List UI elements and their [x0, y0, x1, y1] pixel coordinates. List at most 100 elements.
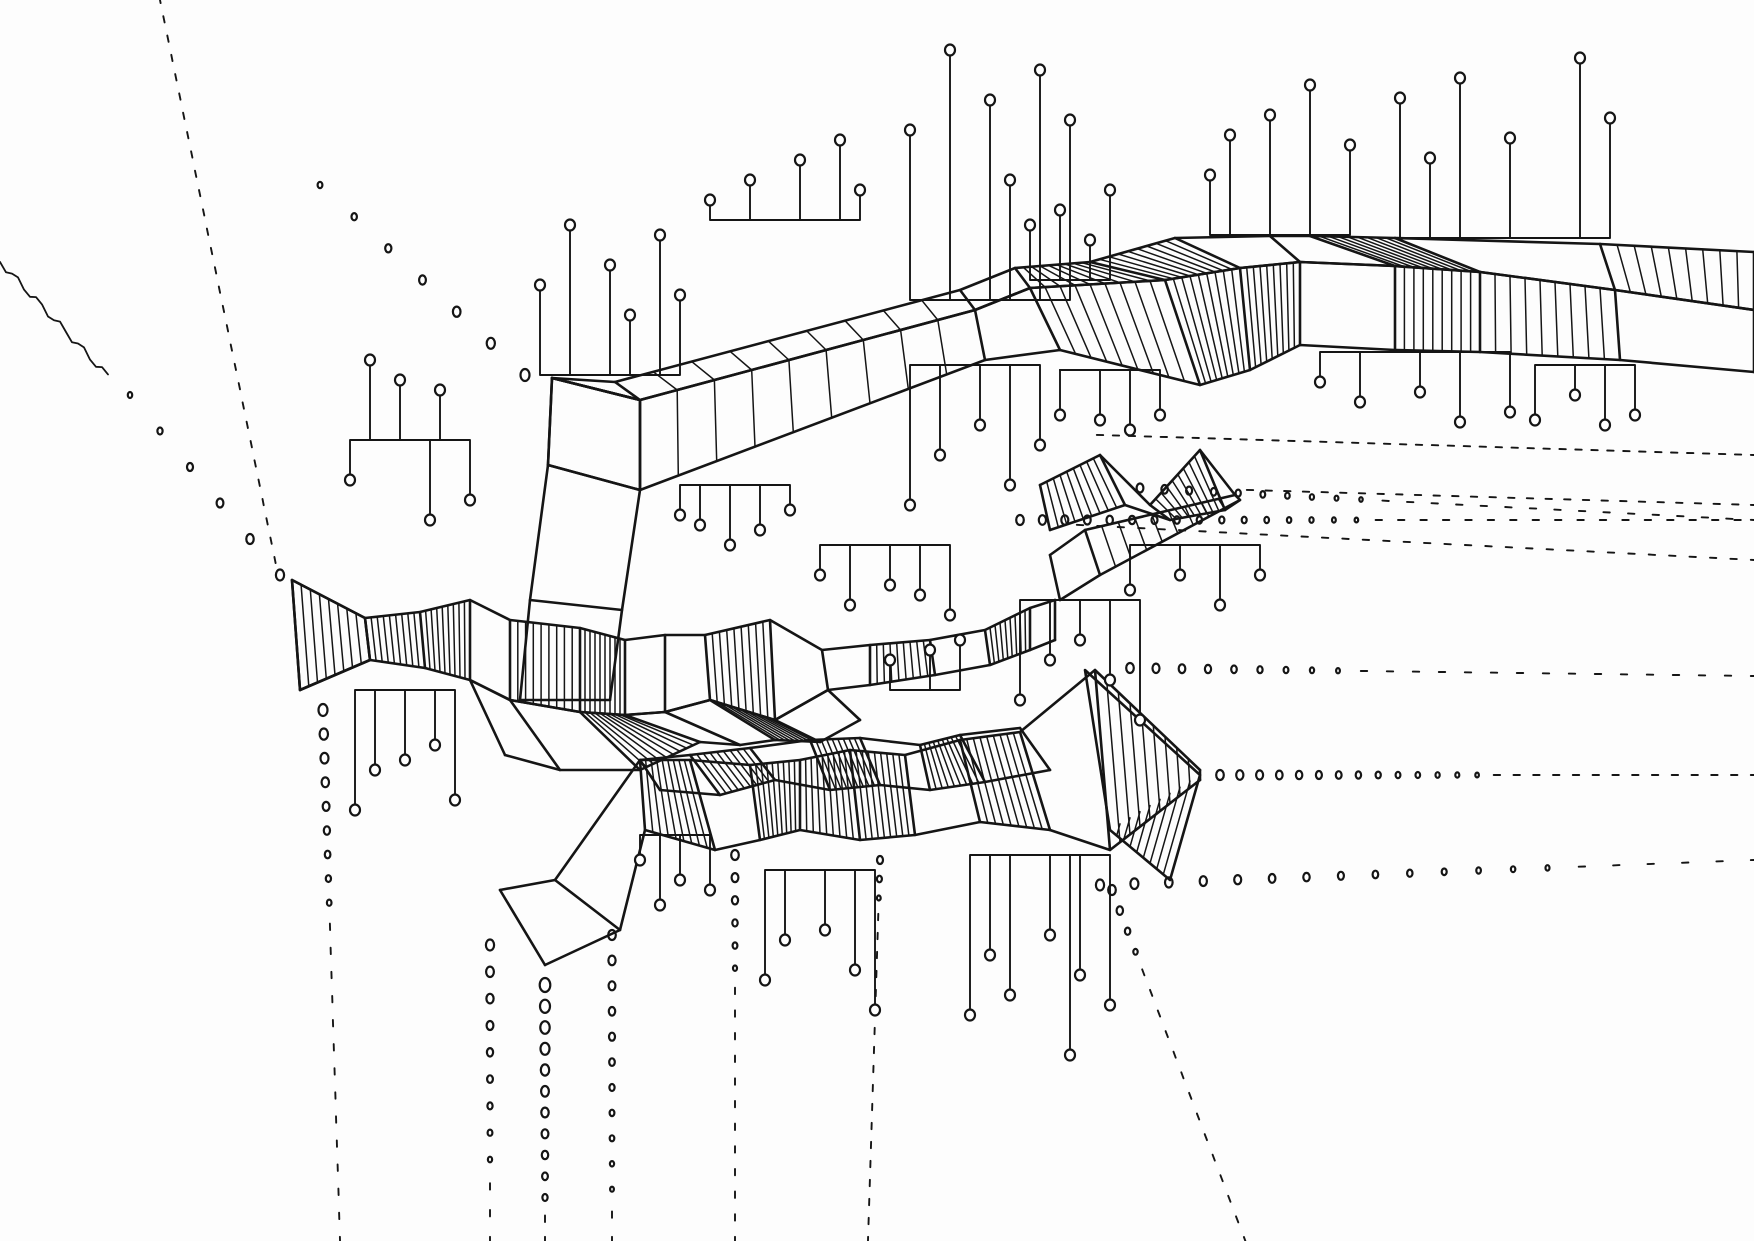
trail-dot — [1240, 515, 1248, 525]
trail-dot — [540, 1128, 550, 1140]
trail-dash — [1242, 1236, 1247, 1241]
lower-strand-top-divider — [958, 733, 987, 784]
stem-line — [1459, 57, 1581, 239]
lower-strand-divider — [498, 888, 547, 967]
hatch-stroke — [1265, 264, 1273, 360]
hatch-stroke — [945, 737, 968, 786]
hatch-stroke — [676, 389, 680, 477]
stem-loop-terminal — [563, 218, 577, 232]
upper-beam-top-divider — [613, 380, 642, 402]
hatch-stroke — [702, 752, 733, 793]
hatch-stroke — [1105, 680, 1121, 843]
stem-loop-terminal — [1423, 151, 1437, 165]
middle-strand-divider — [820, 648, 830, 692]
lower-strand-top-bottom-edge — [658, 768, 1052, 797]
hatch-stroke — [1205, 272, 1229, 378]
stem-loop-terminal — [743, 173, 757, 187]
stem-line — [1269, 84, 1311, 236]
hatch-stroke — [661, 759, 677, 840]
stem-line — [749, 179, 801, 221]
trail-dot — [484, 938, 496, 952]
stem-line — [969, 854, 1051, 1016]
hatch-stroke — [1030, 265, 1061, 287]
hatch-stroke — [989, 626, 996, 665]
trail-dot — [451, 305, 462, 318]
trail-dash — [229, 343, 233, 352]
trail-dash — [190, 150, 194, 159]
hatch-stroke — [1584, 285, 1590, 359]
stem-loop-terminal — [703, 883, 717, 897]
hatch-stroke — [814, 739, 837, 791]
stem-loop-terminal — [1393, 91, 1407, 105]
trail-dot — [1334, 770, 1343, 780]
stem-loop-terminal — [363, 353, 377, 367]
hatch-stroke — [604, 712, 675, 756]
hatch-stroke — [725, 629, 733, 708]
hatch-stroke — [1149, 792, 1171, 865]
hatch-stroke — [1150, 513, 1163, 543]
hatch-stroke — [862, 339, 871, 405]
hatch-stroke — [752, 712, 806, 743]
hatch-stroke — [1667, 246, 1678, 300]
trail-dot — [1333, 494, 1340, 502]
hatch-stroke — [1059, 474, 1076, 523]
stem-line — [1574, 364, 1636, 416]
stem-loop-terminal — [1628, 408, 1642, 422]
stem-loop-terminal — [433, 383, 447, 397]
stem-line — [824, 869, 856, 971]
stem-line — [1049, 854, 1071, 1056]
stem-line — [1059, 369, 1161, 416]
hatch-stroke — [885, 752, 898, 838]
trail-dot — [1544, 864, 1551, 872]
stem-loop-terminal — [833, 133, 847, 147]
trail-dash — [1172, 1050, 1177, 1059]
trail-dash — [1141, 968, 1146, 977]
trail-dot — [322, 825, 332, 836]
trail-dot — [1406, 868, 1414, 878]
hatch-stroke — [1045, 480, 1060, 528]
stem-loop-terminal — [1103, 998, 1117, 1012]
hatch-stroke — [745, 710, 801, 742]
hatch-stroke — [838, 751, 848, 839]
hatch-stroke — [1012, 732, 1043, 830]
upper-beam-front-divider — [1238, 266, 1252, 372]
hatch-stroke — [1119, 281, 1155, 375]
trail-dash — [221, 304, 226, 314]
hatch-stroke — [1328, 235, 1415, 269]
trail-dot — [731, 918, 739, 928]
stem-loop-terminal — [868, 1003, 882, 1017]
stem-loop-terminal — [883, 653, 897, 667]
hatch-stroke — [750, 369, 756, 448]
trail-dot — [1094, 878, 1106, 892]
trail-dash — [1164, 1030, 1169, 1039]
hatch-stroke — [994, 624, 1000, 663]
stem-loop-terminal — [448, 793, 462, 807]
hatch-stroke — [655, 759, 670, 838]
hatch-stroke — [730, 705, 791, 742]
stem-line — [1419, 351, 1461, 423]
trail-dot — [1132, 947, 1139, 956]
hatch-stroke — [1160, 492, 1183, 519]
stem-loop-terminal — [343, 473, 357, 487]
hatch-stroke — [594, 712, 661, 762]
lower-strand-top-divider — [808, 738, 832, 792]
hatch-stroke — [1065, 470, 1085, 520]
trail-dot — [731, 941, 739, 950]
hatch-stroke — [1193, 455, 1220, 512]
stem-line — [909, 364, 981, 506]
hatch-stroke — [928, 742, 943, 789]
upper-beam-top-divider — [1308, 234, 1397, 268]
hatch-stroke — [1140, 713, 1151, 820]
stem-loop-terminal — [398, 753, 412, 767]
trail-dot — [731, 964, 739, 973]
trail-dot — [1151, 662, 1161, 675]
stem-loop-terminal — [693, 518, 707, 532]
upper-beam-top-top-edge — [550, 234, 1754, 384]
stem-loop-terminal — [983, 93, 997, 107]
trail-dot — [324, 874, 333, 884]
hatch-stroke — [1384, 237, 1472, 273]
hatch-stroke — [1142, 798, 1161, 859]
trail-dot — [1454, 771, 1461, 779]
hatch-stroke — [1164, 239, 1233, 271]
stem-loop-terminal — [1123, 583, 1137, 597]
